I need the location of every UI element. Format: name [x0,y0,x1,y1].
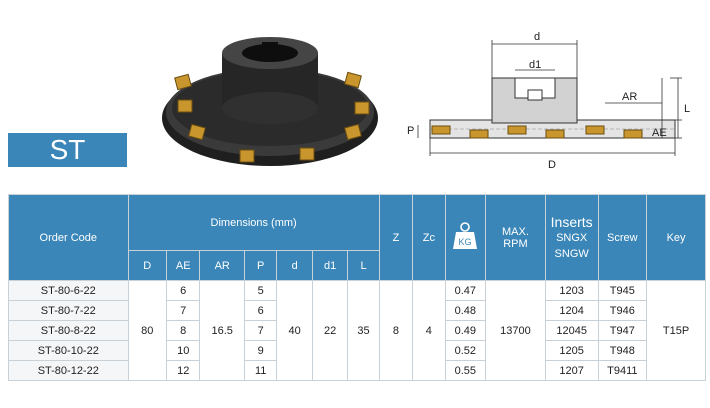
label-d1: d1 [529,59,541,71]
value-screw: T946 [597,300,648,321]
label-p: P [407,125,414,137]
value-insert: 1207 [544,360,599,381]
value-p: 11 [243,360,278,381]
order-code-header: Order Code [8,194,129,281]
cutter-photo [162,37,378,166]
value-screw: T945 [597,280,648,301]
value-insert: 1204 [544,300,599,321]
label-ar: AR [622,91,637,103]
label-ae: AE [652,127,667,139]
value-ar: 16.5 [199,280,245,381]
inserts-header: Inserts SNGX SNGW [544,194,599,281]
value-kg: 0.49 [444,320,487,341]
value-l: 35 [347,280,380,381]
value-d1: 22 [311,280,349,381]
value-ae: 6 [166,280,201,301]
value-z: 8 [378,280,414,381]
value-p: 7 [243,320,278,341]
rpm-label: RPM [503,237,528,250]
value-insert: 12045 [544,320,599,341]
inserts-label: Inserts [550,213,593,230]
order-code: ST-80-6-22 [8,280,129,301]
key-header: Key [646,194,706,281]
dim-col-ae: AE [166,250,201,281]
order-code: ST-80-12-22 [8,360,129,381]
sngw-label: SNGW [554,247,589,260]
value-ae: 12 [166,360,201,381]
value-screw: T947 [597,320,648,341]
value-ae: 7 [166,300,201,321]
table-row: ST-80-12-22 12 11 0.55 1207 T9411 [8,360,706,381]
dim-col-d: d [276,250,313,281]
value-rpm: 13700 [485,280,546,381]
weight-header: KG [444,194,487,281]
value-ae: 10 [166,340,201,361]
value-zc: 4 [412,280,446,381]
table-row: ST-80-6-22 80 6 16.5 5 40 22 35 8 4 0.47… [8,280,706,381]
dim-col-d1: d1 [311,250,349,281]
value-d: 40 [276,280,313,381]
value-p: 6 [243,300,278,321]
value-ae: 8 [166,320,201,341]
value-key: T15P [646,280,706,381]
sngx-label: SNGX [556,231,588,244]
dimension-drawing: d d1 AR L P AE D [407,31,690,171]
order-code: ST-80-8-22 [8,320,129,341]
spec-table: Order Code Dimensions (mm) Z Zc KG MAX. … [8,194,706,381]
weight-icon: KG [453,222,478,249]
value-D: 80 [127,280,168,381]
series-badge: ST [8,133,127,167]
value-screw: T9411 [597,360,648,381]
max-rpm-header: MAX. RPM [485,194,546,281]
value-screw: T948 [597,340,648,361]
table-row: ST-80-7-22 7 6 0.48 1204 T946 [8,300,706,321]
dim-col-l: L [347,250,380,281]
value-p: 5 [243,280,278,301]
value-kg: 0.47 [444,280,487,301]
value-kg: 0.48 [444,300,487,321]
value-kg: 0.52 [444,340,487,361]
value-kg: 0.55 [444,360,487,381]
dimensions-header: Dimensions (mm) [127,194,380,251]
screw-header: Screw [597,194,648,281]
dim-col-p: P [243,250,278,281]
max-label: MAX. [501,225,529,238]
z-header: Z [378,194,414,281]
label-big-d: D [548,159,556,171]
value-insert: 1205 [544,340,599,361]
order-code: ST-80-10-22 [8,340,129,361]
dim-col-ar: AR [199,250,245,281]
dim-col-d-big: D [127,250,168,281]
value-p: 9 [243,340,278,361]
weight-icon-label: KG [459,237,472,247]
zc-header: Zc [412,194,446,281]
value-insert: 1203 [544,280,599,301]
order-code: ST-80-7-22 [8,300,129,321]
label-d: d [534,31,540,43]
label-l: L [684,103,690,115]
